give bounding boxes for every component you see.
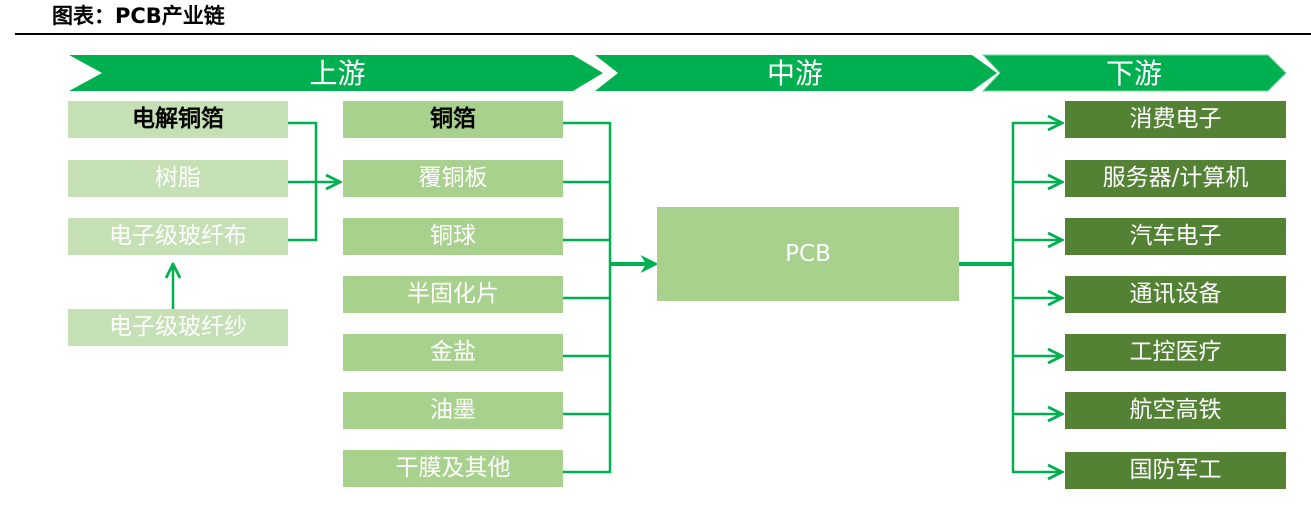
figure-title: 图表：PCB产业链 bbox=[52, 4, 225, 28]
banner-downstream-arrow bbox=[981, 54, 1287, 92]
materials-to-pcb-connector bbox=[563, 121, 659, 474]
raw-to-ccl-connector bbox=[288, 121, 340, 242]
stage-label-downstream: 下游 bbox=[1105, 57, 1162, 90]
banner-upstream-arrow bbox=[69, 55, 603, 91]
pcb-to-downstream-connector bbox=[959, 122, 1062, 473]
material-copper-ball: 铜球 bbox=[343, 218, 563, 255]
midstream-pcb: PCB bbox=[657, 207, 959, 301]
material-ink: 油墨 bbox=[343, 392, 563, 429]
material-prepreg: 半固化片 bbox=[343, 276, 563, 313]
raw-material-electrolytic-copper-foil: 电解铜箔 bbox=[68, 101, 288, 138]
downstream-communication-equipment: 通讯设备 bbox=[1065, 276, 1286, 313]
connector-line bbox=[288, 121, 318, 242]
title-divider bbox=[15, 33, 1311, 35]
downstream-consumer-electronics: 消费电子 bbox=[1065, 101, 1286, 138]
downstream-defense-military: 国防军工 bbox=[1065, 452, 1286, 489]
downstream-automotive-electronics: 汽车电子 bbox=[1065, 218, 1286, 255]
stage-label-upstream: 上游 bbox=[309, 57, 366, 90]
raw-material-resin: 树脂 bbox=[68, 160, 288, 197]
banner-midstream-arrow bbox=[595, 55, 997, 91]
stage-banners bbox=[69, 54, 1287, 92]
raw-material-glass-fiber-cloth: 电子级玻纤布 bbox=[68, 218, 288, 255]
raw-material-glass-fiber-yarn: 电子级玻纤纱 bbox=[68, 309, 288, 346]
downstream-aviation-rail: 航空高铁 bbox=[1065, 392, 1286, 429]
material-gold-salt: 金盐 bbox=[343, 334, 563, 371]
material-dry-film-and-others: 干膜及其他 bbox=[343, 450, 563, 487]
stage-label-midstream: 中游 bbox=[766, 57, 823, 90]
downstream-industrial-medical: 工控医疗 bbox=[1065, 334, 1286, 371]
material-copper-clad-laminate: 覆铜板 bbox=[343, 160, 563, 197]
material-copper-foil: 铜箔 bbox=[343, 101, 563, 138]
downstream-server-computer: 服务器/计算机 bbox=[1065, 160, 1286, 197]
